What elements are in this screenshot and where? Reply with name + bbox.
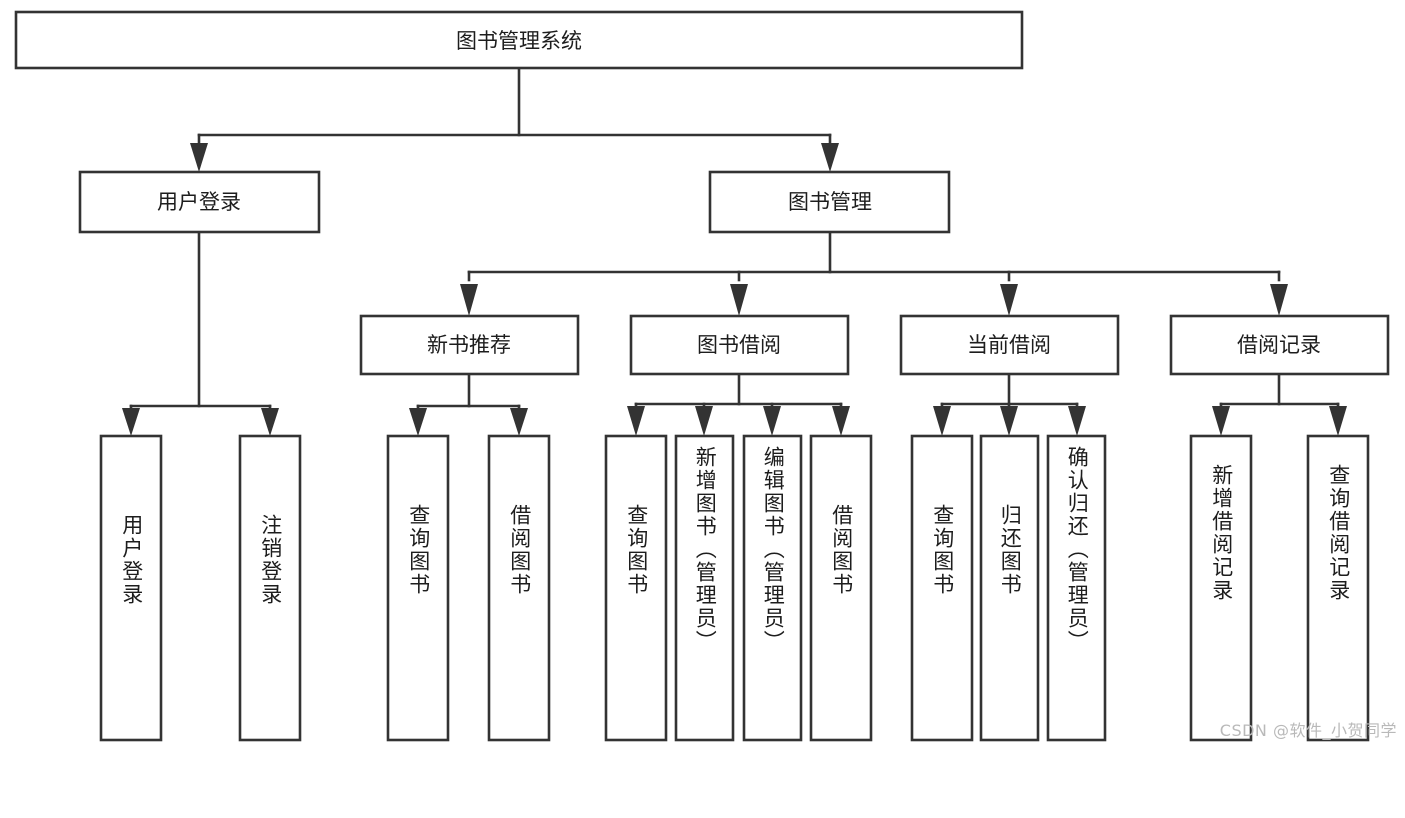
node-book-borrow[interactable]: 图书借阅 [629, 314, 850, 376]
leaf-query-record-box[interactable] [1306, 434, 1370, 742]
node-root[interactable]: 图书管理系统 [14, 10, 1024, 70]
arrow-head-leaf-user-login [122, 408, 140, 436]
leaf-borrow-book-1-box[interactable] [487, 434, 551, 742]
node-book-management-box[interactable] [708, 170, 951, 234]
node-user-login[interactable]: 用户登录 [78, 170, 321, 234]
arrow-head-leaf-edit-book [763, 406, 781, 436]
arrow-head-leaf-query-book-2 [627, 406, 645, 436]
arrow-head-leaf-return-book [1000, 406, 1018, 436]
arrow-head-leaf-query-book-1 [409, 408, 427, 436]
hierarchy-diagram: 图书管理系统 用户登录 图书管理 新书推荐 图书借阅 当前借阅 借阅记录 [14, 10, 1397, 742]
node-book-borrow-label: 图书借阅 [697, 333, 781, 357]
node-current-borrow-box[interactable] [899, 314, 1120, 376]
node-book-borrow-box[interactable] [629, 314, 850, 376]
node-root-label: 图书管理系统 [456, 29, 582, 53]
leaf-return-book-box[interactable] [979, 434, 1040, 742]
leaf-query-book-3-box[interactable] [910, 434, 974, 742]
arrow-head-book-borrow [730, 284, 748, 316]
diagram-canvas: 图书管理系统 用户登录 图书管理 新书推荐 图书借阅 当前借阅 借阅记录 [14, 10, 1390, 742]
leaf-add-record-box[interactable] [1189, 434, 1253, 742]
node-new-book-recommend-box[interactable] [359, 314, 580, 376]
leaf-add-book-box[interactable] [674, 434, 735, 742]
leaf-boxes [99, 434, 1370, 742]
arrow-head-current-borrow [1000, 284, 1018, 316]
node-root-box[interactable] [14, 10, 1024, 70]
leaf-query-book-1-box[interactable] [386, 434, 450, 742]
node-current-borrow-label: 当前借阅 [967, 333, 1051, 357]
arrow-head-book-management [821, 143, 839, 172]
leaf-query-book-2-box[interactable] [604, 434, 668, 742]
node-current-borrow[interactable]: 当前借阅 [899, 314, 1120, 376]
arrow-head-leaf-borrow-book-1 [510, 408, 528, 436]
arrow-head-leaf-borrow-book-2 [832, 406, 850, 436]
arrow-head-leaf-add-book [695, 406, 713, 436]
arrow-head-new-book-recommend [460, 284, 478, 316]
node-new-book-recommend-label: 新书推荐 [427, 333, 511, 357]
arrow-head-leaf-confirm-return [1068, 406, 1086, 436]
connectors [122, 66, 1347, 436]
leaf-confirm-return-box[interactable] [1046, 434, 1107, 742]
arrow-head-leaf-query-book-3 [933, 406, 951, 436]
node-book-management[interactable]: 图书管理 [708, 170, 951, 234]
arrow-head-leaf-logout-login [261, 408, 279, 436]
arrow-head-borrow-record [1270, 284, 1288, 316]
leaf-edit-book-box[interactable] [742, 434, 803, 742]
leaf-logout-login-box[interactable] [238, 434, 302, 742]
leaf-borrow-book-2-box[interactable] [809, 434, 873, 742]
node-borrow-record-box[interactable] [1169, 314, 1390, 376]
arrow-head-leaf-query-record [1329, 406, 1347, 436]
arrow-head-leaf-add-record [1212, 406, 1230, 436]
node-user-login-label: 用户登录 [157, 190, 241, 214]
node-borrow-record-label: 借阅记录 [1237, 333, 1321, 357]
node-new-book-recommend[interactable]: 新书推荐 [359, 314, 580, 376]
node-user-login-box[interactable] [78, 170, 321, 234]
leaf-user-login-box[interactable] [99, 434, 163, 742]
arrow-head-user-login [190, 143, 208, 172]
node-book-management-label: 图书管理 [788, 190, 872, 214]
node-borrow-record[interactable]: 借阅记录 [1169, 314, 1390, 376]
csdn-watermark: CSDN @软件_小贺同学 [1219, 721, 1397, 740]
